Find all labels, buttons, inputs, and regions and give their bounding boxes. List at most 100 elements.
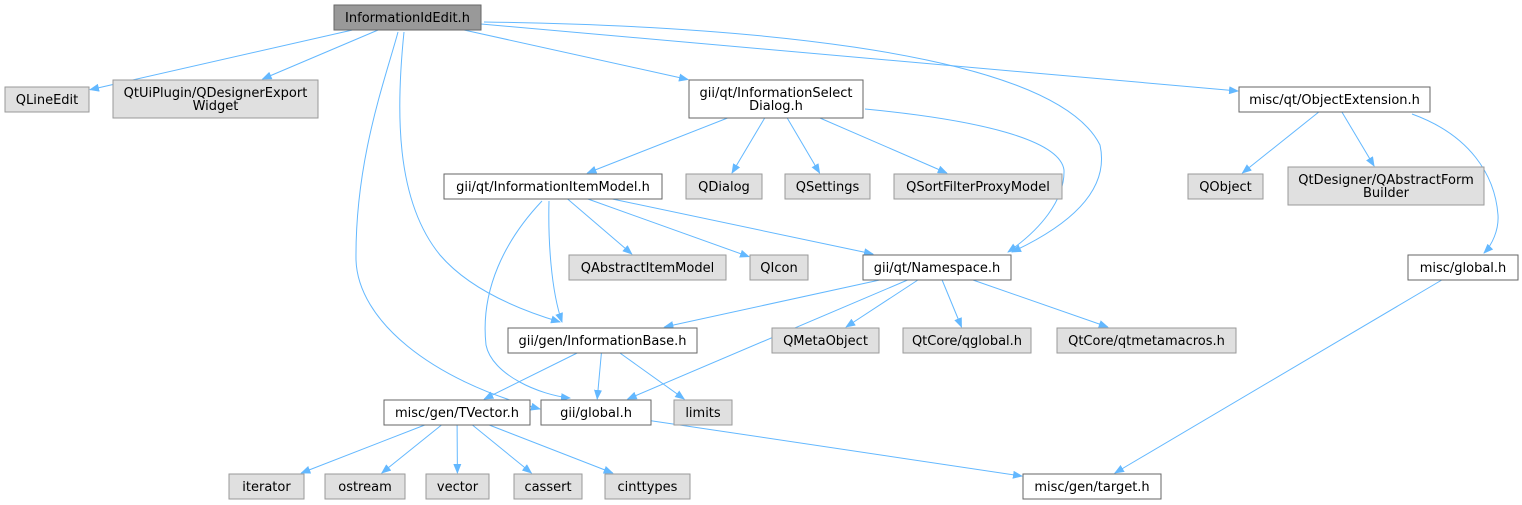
edge-objext-to-qabstractform: [1341, 111, 1375, 167]
node-box: [383, 399, 531, 426]
node-qlineedit: QLineEdit: [4, 86, 90, 113]
edge-root-to-infobase: [399, 31, 561, 324]
node-label: vector: [437, 480, 479, 495]
node-namespace[interactable]: gii/qt/Namespace.h: [862, 254, 1012, 281]
node-box: [1022, 473, 1162, 500]
node-label: QtUiPlugin/QDesignerExport: [124, 86, 308, 101]
node-label: QtCore/qtmetamacros.h: [1068, 334, 1225, 349]
node-box: [604, 473, 691, 500]
node-label: gii/gen/InformationBase.h: [518, 334, 686, 349]
node-box: [228, 473, 305, 500]
node-label: misc/gen/target.h: [1034, 480, 1149, 495]
node-qsettings: QSettings: [784, 173, 871, 200]
node-box: [784, 173, 871, 200]
edge-tvector-to-ostream: [381, 424, 442, 474]
node-qmetaobject: QMetaObject: [771, 327, 880, 354]
node-label: Builder: [1363, 186, 1410, 201]
node-box: [507, 327, 698, 354]
node-qglobal: QtCore/qglobal.h: [902, 327, 1032, 354]
edge-infobase-to-giiglobal: [594, 352, 603, 400]
node-giiglobal[interactable]: gii/global.h: [540, 399, 652, 426]
edge-infoselect-to-qsortfilter: [819, 117, 948, 174]
node-label: limits: [685, 406, 721, 421]
node-root[interactable]: InformationIdEdit.h: [333, 4, 482, 31]
node-box: [688, 79, 864, 119]
node-label: iterator: [242, 480, 291, 495]
node-label: ostream: [338, 480, 392, 495]
node-label: gii/qt/InformationItemModel.h: [456, 180, 650, 195]
edge-root-to-giiglobal: [355, 31, 541, 411]
node-box: [540, 399, 652, 426]
edge-objext-to-qobject: [1241, 111, 1320, 174]
node-qtmetamacros: QtCore/qtmetamacros.h: [1056, 327, 1237, 354]
edge-infoselect-to-itemmodel: [586, 117, 728, 174]
edge-infoselect-to-qdialog: [731, 117, 766, 174]
node-box: [1407, 254, 1519, 281]
edge-itemmodel-to-qabstractitem: [567, 198, 633, 255]
node-label: cinttypes: [618, 480, 678, 495]
node-cassert: cassert: [513, 473, 583, 500]
node-box: [568, 254, 727, 281]
node-label: misc/global.h: [1420, 261, 1507, 276]
edge-itemmodel-to-namespace: [612, 198, 874, 257]
node-box: [4, 86, 90, 113]
edge-itemmodel-to-giiglobal: [484, 200, 571, 402]
edge-namespace-to-qglobal: [941, 279, 962, 328]
node-label: QMetaObject: [783, 334, 868, 349]
node-box: [685, 173, 763, 200]
node-target[interactable]: misc/gen/target.h: [1022, 473, 1162, 500]
node-box: [513, 473, 583, 500]
edge-giiglobal-to-target: [650, 420, 1023, 479]
node-label: QtCore/qglobal.h: [912, 334, 1022, 349]
node-label: misc/gen/TVector.h: [395, 406, 519, 421]
node-box: [443, 173, 663, 200]
node-tvector[interactable]: misc/gen/TVector.h: [383, 399, 531, 426]
node-box: [1187, 173, 1264, 200]
node-qobject: QObject: [1187, 173, 1264, 200]
node-cinttypes: cinttypes: [604, 473, 691, 500]
node-label: QAbstractItemModel: [581, 261, 714, 276]
edge-namespace-to-giiglobal: [626, 279, 908, 400]
node-label: Widget: [193, 99, 239, 114]
node-objext[interactable]: misc/qt/ObjectExtension.h: [1238, 86, 1431, 113]
node-box: [425, 473, 490, 500]
node-itemmodel[interactable]: gii/qt/InformationItemModel.h: [443, 173, 663, 200]
node-box: [333, 4, 482, 31]
edge-infobase-to-tvector: [483, 352, 578, 400]
node-box: [112, 79, 319, 119]
node-label: misc/qt/ObjectExtension.h: [1249, 93, 1420, 108]
node-box: [1056, 327, 1237, 354]
node-box: [749, 254, 809, 281]
edge-infobase-to-limits: [619, 352, 686, 400]
edge-namespace-to-qmetaobject: [845, 279, 919, 328]
node-box: [673, 399, 733, 426]
edge-root-to-infoselect: [463, 29, 689, 82]
node-label: InformationIdEdit.h: [345, 11, 470, 26]
dependency-edges: [89, 21, 1499, 479]
edge-tvector-to-iterator: [300, 424, 425, 474]
node-label: QSettings: [796, 180, 860, 195]
edge-infoselect-to-namespace: [864, 108, 1065, 253]
node-label: gii/qt/Namespace.h: [874, 261, 1000, 276]
edge-itemmodel-to-qicon: [587, 198, 750, 258]
node-miscglobal[interactable]: misc/global.h: [1407, 254, 1519, 281]
edge-objext-to-miscglobal: [1411, 113, 1499, 254]
node-box: [771, 327, 880, 354]
edge-root-to-objext: [480, 23, 1239, 95]
node-box: [902, 327, 1032, 354]
node-box: [1238, 86, 1431, 113]
edge-miscglobal-to-target: [1114, 279, 1443, 474]
node-label: QObject: [1199, 180, 1252, 195]
node-box: [862, 254, 1012, 281]
edge-itemmodel-to-infobase: [548, 200, 563, 323]
edge-root-to-namespace: [483, 21, 1102, 253]
edge-tvector-to-cinttypes: [489, 424, 614, 474]
node-label: cassert: [524, 480, 571, 495]
node-infobase[interactable]: gii/gen/InformationBase.h: [507, 327, 698, 354]
node-qabstractitem: QAbstractItemModel: [568, 254, 727, 281]
